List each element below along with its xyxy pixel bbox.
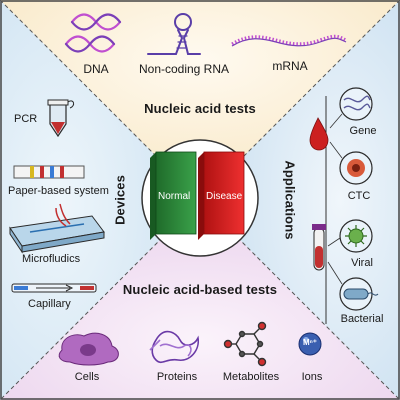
ions-label: Ions xyxy=(301,371,323,383)
left-section-title: Devices xyxy=(112,175,128,225)
disease-label: Disease xyxy=(206,191,243,202)
metabolite-icon xyxy=(223,321,267,367)
disease-book xyxy=(198,151,245,240)
dna-icon xyxy=(64,13,122,53)
ion-symbol: Mⁿ⁺ xyxy=(302,338,318,347)
capillary-icon xyxy=(11,283,97,293)
microfluidics-label: Microfludics xyxy=(22,253,81,265)
cells-label: Cells xyxy=(74,371,100,383)
paper-based-label: Paper-based system xyxy=(8,185,109,197)
pcr-tube-icon xyxy=(47,99,75,138)
right-section-title: Applications xyxy=(282,160,298,240)
ion-icon xyxy=(298,332,322,356)
test-tube-icon xyxy=(312,224,326,271)
normal-label: Normal xyxy=(158,191,191,202)
noncoding-rna-icon xyxy=(147,13,201,55)
bacterial-icon xyxy=(327,261,379,311)
mrna-icon xyxy=(231,34,347,47)
dna-label: DNA xyxy=(83,62,109,76)
top-quadrant xyxy=(0,0,400,200)
metabolites-label: Metabolites xyxy=(222,371,280,383)
top-section-title: Nucleic acid tests xyxy=(144,101,256,116)
blood-drop-icon xyxy=(309,117,329,151)
capillary-label: Capillary xyxy=(28,298,71,310)
viral-icon xyxy=(327,219,373,253)
noncoding-rna-label: Non-coding RNA xyxy=(138,62,230,76)
bottom-section-title: Nucleic acid-based tests xyxy=(122,282,278,297)
pcr-label: PCR xyxy=(14,113,38,125)
proteins-label: Proteins xyxy=(156,371,198,383)
viral-label: Viral xyxy=(351,257,373,269)
ctc-label: CTC xyxy=(347,190,371,202)
microfluidic-chip-icon xyxy=(9,203,105,254)
protein-icon xyxy=(149,330,200,364)
gene-icon xyxy=(329,87,373,129)
mrna-label: mRNA xyxy=(272,59,308,73)
gene-label: Gene xyxy=(349,125,377,137)
paper-strip-icon xyxy=(13,165,85,179)
normal-book xyxy=(150,151,197,240)
ctc-icon xyxy=(329,141,373,185)
cell-icon xyxy=(58,332,119,366)
bacterial-label: Bacterial xyxy=(340,313,384,325)
